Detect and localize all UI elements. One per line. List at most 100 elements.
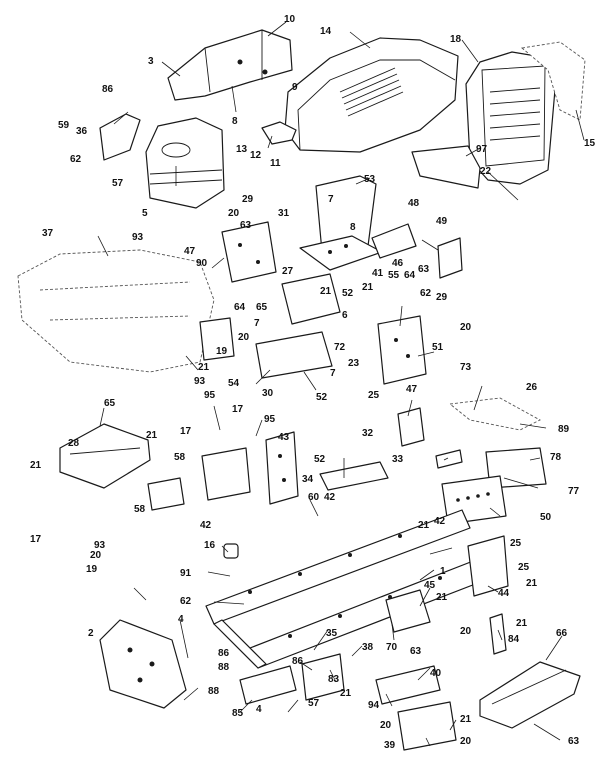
- callout-c29a: 29: [242, 194, 254, 205]
- callout-c20a: 20: [228, 208, 240, 219]
- callout-c19b: 19: [86, 564, 98, 575]
- callout-c86a: 86: [102, 84, 114, 95]
- callout-c41: 41: [372, 268, 384, 279]
- callout-c42b: 42: [200, 520, 212, 531]
- panel-part-23: [377, 315, 427, 385]
- callout-c60: 60: [308, 492, 320, 503]
- callout-c4b: 4: [256, 704, 262, 715]
- callout-c89: 89: [558, 424, 570, 435]
- callout-c39: 39: [384, 740, 396, 751]
- callout-c40: 40: [430, 668, 442, 679]
- callout-c5: 5: [142, 208, 148, 219]
- callout-c53: 53: [364, 174, 376, 185]
- callout-c93c: 93: [94, 540, 106, 551]
- callout-c63d: 63: [568, 736, 580, 747]
- frame-crossmember-part-35: [213, 619, 267, 669]
- callout-c21i: 21: [516, 618, 528, 629]
- callout-c44: 44: [498, 588, 510, 599]
- bracket-part-33: [435, 449, 463, 469]
- callout-c43: 43: [278, 432, 290, 443]
- dash-support-part-53: [315, 175, 377, 253]
- callout-c49: 49: [436, 216, 448, 227]
- support-part-34: [319, 461, 389, 491]
- callout-c86c: 86: [292, 656, 304, 667]
- bracket-part-48: [371, 223, 417, 259]
- callout-c48: 48: [408, 198, 420, 209]
- callout-c21a: 21: [320, 286, 332, 297]
- callout-c47b: 47: [406, 384, 418, 395]
- callout-c15: 15: [584, 138, 596, 149]
- callout-c58a: 58: [174, 452, 186, 463]
- callout-c10: 10: [284, 14, 296, 25]
- callout-c57a: 57: [112, 178, 124, 189]
- callout-c95a: 95: [204, 390, 216, 401]
- callout-c6: 6: [342, 310, 348, 321]
- callout-c38: 38: [362, 642, 374, 653]
- callout-c13: 13: [236, 144, 248, 155]
- callout-c20b: 20: [460, 322, 472, 333]
- callout-c9a: 9: [292, 82, 298, 93]
- bracket-part-8: [299, 235, 383, 271]
- callout-c17a: 17: [232, 404, 244, 415]
- callout-c17b: 17: [180, 426, 192, 437]
- callout-c4a: 4: [178, 614, 184, 625]
- callout-c16: 16: [204, 540, 216, 551]
- callout-c28: 28: [68, 438, 80, 449]
- callout-c93b: 93: [194, 376, 206, 387]
- support-part-6: [281, 273, 341, 325]
- grommet-part-16: [223, 543, 239, 559]
- callout-c25b: 25: [510, 538, 522, 549]
- callout-c31: 31: [278, 208, 290, 219]
- cable-part-89-26: [448, 397, 541, 431]
- bracket-part-40-94: [375, 665, 441, 705]
- callout-c25a: 25: [368, 390, 380, 401]
- bracket-part-49: [437, 237, 463, 279]
- callout-c51: 51: [432, 342, 444, 353]
- callout-c66: 66: [556, 628, 568, 639]
- tank-cover-part-86: [99, 113, 141, 161]
- seat-plate-part-2: [99, 619, 187, 709]
- callout-c21b: 21: [362, 282, 374, 293]
- callout-c64a: 64: [404, 270, 416, 281]
- callout-c22: 22: [480, 166, 492, 177]
- bracket-part-43: [265, 431, 299, 505]
- bracket-part-39: [397, 701, 457, 751]
- callout-c18: 18: [450, 34, 462, 45]
- callout-c21j: 21: [340, 688, 352, 699]
- callout-c26: 26: [526, 382, 538, 393]
- callout-c37: 37: [42, 228, 54, 239]
- callout-c83: 83: [328, 674, 340, 685]
- callout-c72: 72: [334, 342, 346, 353]
- callout-c62a: 62: [70, 154, 82, 165]
- callout-c36: 36: [76, 126, 88, 137]
- callout-c7a: 7: [328, 194, 334, 205]
- callout-c64b: 64: [234, 302, 246, 313]
- callout-c94: 94: [368, 700, 380, 711]
- dash-panel-part-3: [167, 29, 293, 101]
- bracket-part-19-20: [199, 317, 235, 361]
- callout-c34: 34: [302, 474, 314, 485]
- callout-c21e: 21: [30, 460, 42, 471]
- callout-c91: 91: [180, 568, 192, 579]
- footrest-part-28: [59, 423, 151, 489]
- callout-c58b: 58: [134, 504, 146, 515]
- plate-part-78: [485, 447, 547, 489]
- callout-c17c: 17: [30, 534, 42, 545]
- bracket-part-32: [397, 407, 425, 447]
- callout-c63c: 63: [410, 646, 422, 657]
- callout-c52c: 52: [314, 454, 326, 465]
- callout-c21g: 21: [526, 578, 538, 589]
- bracket-part-85: [239, 665, 297, 705]
- callout-c3: 3: [148, 56, 154, 67]
- plate-part-30: [255, 331, 333, 379]
- callout-c8b: 8: [350, 222, 356, 233]
- fuel-tank-part-5: [145, 117, 225, 209]
- callout-c20f: 20: [380, 720, 392, 731]
- callout-c7c: 7: [330, 368, 336, 379]
- callout-c97: 97: [476, 144, 488, 155]
- callout-c65b: 65: [104, 398, 116, 409]
- callout-c62b: 62: [420, 288, 432, 299]
- callout-c86b: 86: [218, 648, 230, 659]
- callout-c21k: 21: [460, 714, 472, 725]
